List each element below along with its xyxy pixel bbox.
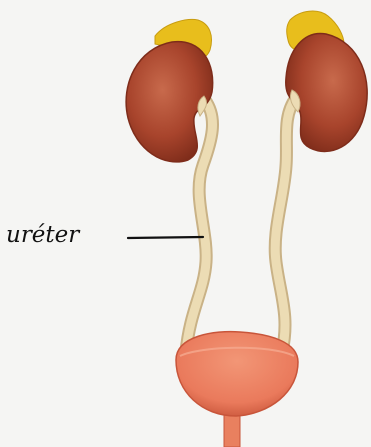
ureter-label-line [128,237,203,238]
ureter-label: uréter [6,222,81,248]
